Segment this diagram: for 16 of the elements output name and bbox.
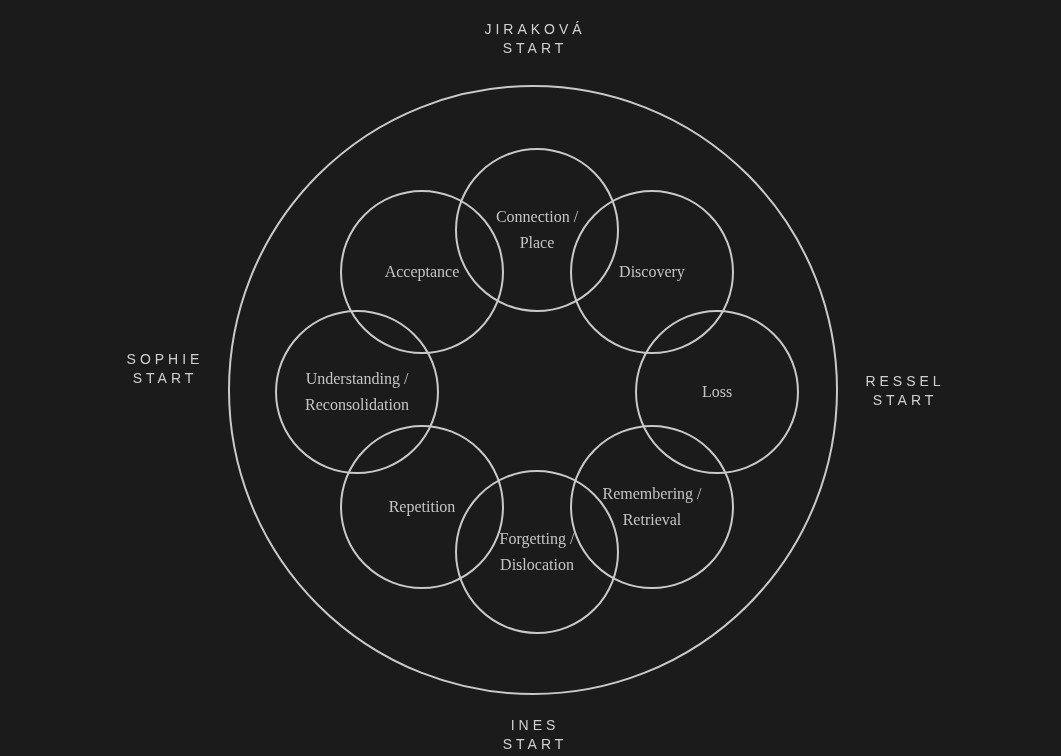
stage-label: Forgetting / Dislocation — [498, 529, 576, 575]
stage-label: Connection / Place — [494, 207, 580, 253]
start-label: JIRAKOVÁ START — [483, 20, 587, 58]
stage-circle — [275, 310, 439, 474]
stage-label: Loss — [700, 382, 734, 402]
stage-label: Understanding / Reconsolidation — [304, 369, 410, 415]
stage-circle — [570, 190, 734, 354]
stage-circle — [635, 310, 799, 474]
start-label: SOPHIE START — [125, 350, 205, 388]
stage-label: Acceptance — [383, 262, 461, 283]
stage-label: Remembering / Retrieval — [601, 484, 703, 530]
start-label: INES START — [501, 716, 569, 754]
start-label: RESSEL START — [864, 372, 946, 410]
stage-label: Repetition — [387, 497, 457, 518]
stage-label: Discovery — [618, 262, 686, 283]
outer-circle — [228, 85, 838, 695]
